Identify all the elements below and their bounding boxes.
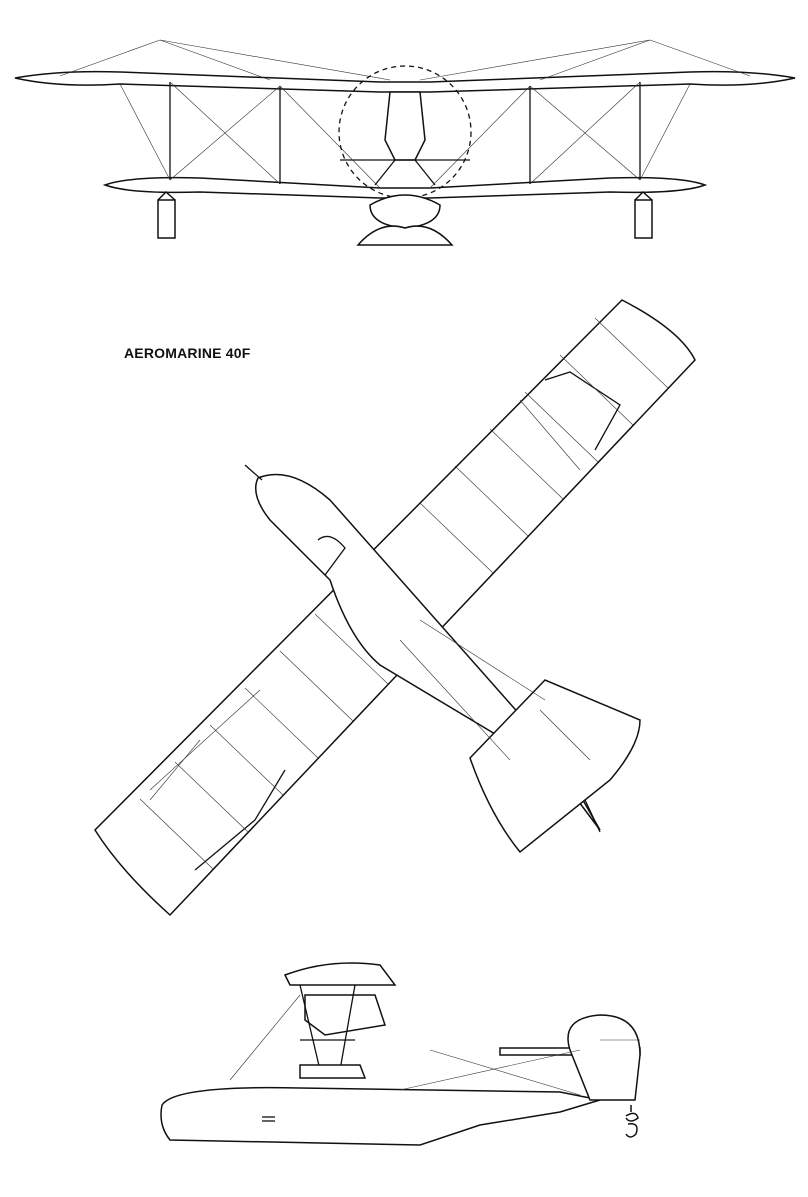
engine-front — [384, 91, 426, 161]
lower-wing-front — [102, 176, 708, 199]
cockpit-top — [317, 535, 346, 576]
aircraft-title: AEROMARINE 40F — [124, 345, 251, 361]
signature-logo — [625, 1105, 639, 1138]
hull-side — [160, 1086, 601, 1146]
front-view — [14, 39, 796, 246]
hull-front — [369, 194, 441, 229]
engine-side — [304, 994, 386, 1036]
side-view — [160, 962, 641, 1146]
wingtip-float-right — [634, 190, 653, 239]
upper-wing-front — [14, 70, 796, 93]
hull-step-front — [356, 225, 454, 246]
wingtip-float-left — [157, 190, 176, 239]
interplane-struts — [169, 82, 641, 184]
aileron-bottom-left — [194, 769, 286, 871]
bracing-wires-front — [59, 39, 751, 189]
rudder-side — [567, 1014, 641, 1101]
tailplane-top — [469, 679, 641, 854]
upper-wing-side — [283, 962, 397, 986]
tail-wires — [399, 619, 591, 761]
cabane-struts — [299, 984, 356, 1071]
bracing-wires-side — [229, 994, 640, 1096]
top-view — [94, 299, 696, 917]
lower-wing-side — [299, 1064, 367, 1079]
